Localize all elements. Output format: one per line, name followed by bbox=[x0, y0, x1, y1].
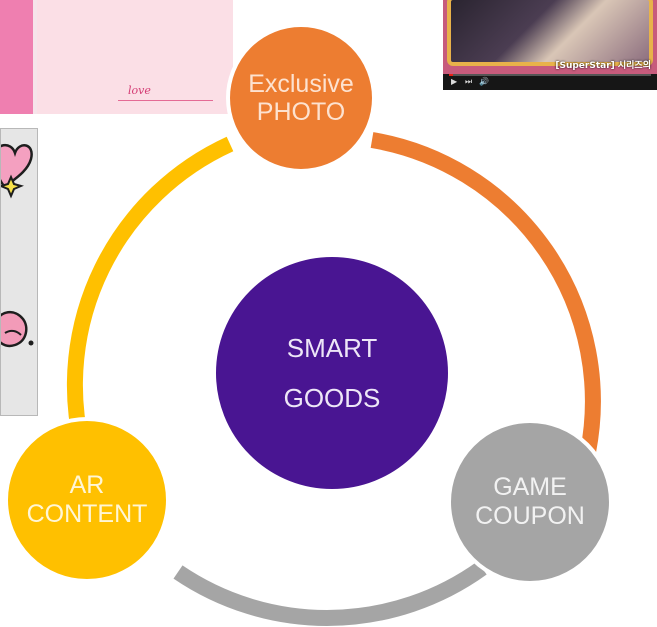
node-ar-line2: CONTENT bbox=[26, 500, 148, 528]
node-smart-goods: SMART GOODS bbox=[212, 253, 452, 493]
video-player-bar: ▶ ⏭ 🔊 bbox=[443, 74, 657, 90]
next-icon[interactable]: ⏭ bbox=[465, 77, 473, 86]
card-signature: love bbox=[128, 84, 151, 97]
lips-line bbox=[4, 329, 22, 336]
video-progress-track[interactable] bbox=[449, 74, 651, 76]
node-ar-content: AR CONTENT bbox=[4, 417, 170, 583]
card-pink-border bbox=[0, 0, 33, 114]
ring-arc-coupon-to-ar bbox=[173, 561, 487, 626]
video-caption: [SuperStar] 시리즈의 bbox=[555, 61, 651, 71]
video-progress-fill bbox=[449, 74, 454, 76]
lips-sticker-icon bbox=[1, 311, 28, 348]
card-signature-underline bbox=[118, 100, 213, 101]
star-sticker-icon bbox=[1, 174, 24, 199]
card-divider bbox=[33, 0, 37, 114]
ring-arc-photo-to-coupon bbox=[370, 132, 601, 454]
node-photo-line2: PHOTO bbox=[256, 98, 346, 126]
video-thumbnail[interactable]: [SuperStar] 시리즈의 ▶ ⏭ 🔊 bbox=[443, 0, 657, 90]
node-game-coupon: GAME COUPON bbox=[447, 419, 613, 585]
play-icon[interactable]: ▶ bbox=[451, 77, 458, 86]
dot-sticker-icon bbox=[28, 340, 34, 346]
node-exclusive-photo: Exclusive PHOTO bbox=[226, 23, 376, 173]
photo-card-thumbnail: love bbox=[0, 0, 233, 114]
ring-arc-ar-to-photo bbox=[66, 136, 234, 448]
node-photo-line1: Exclusive bbox=[248, 70, 354, 98]
video-frame bbox=[447, 0, 653, 66]
sticker-sheet-art bbox=[1, 144, 34, 348]
heart-sticker-icon bbox=[1, 144, 33, 189]
node-coupon-line2: COUPON bbox=[475, 502, 585, 530]
center-line2: GOODS bbox=[283, 383, 381, 413]
center-line1: SMART bbox=[286, 333, 378, 363]
volume-icon[interactable]: 🔊 bbox=[479, 77, 489, 86]
sticker-sheet-thumbnail bbox=[0, 128, 38, 416]
node-coupon-line1: GAME bbox=[493, 473, 567, 501]
node-ar-line1: AR bbox=[69, 471, 105, 499]
